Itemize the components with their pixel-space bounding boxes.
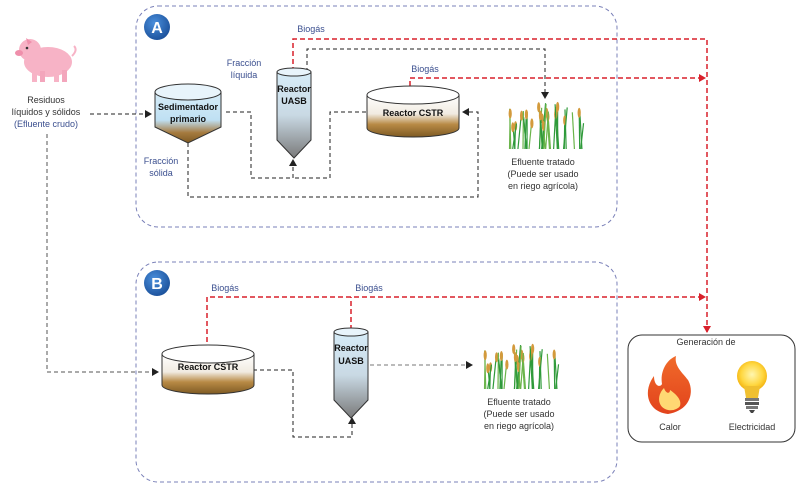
sedimentador-primario: Sedimentador primario: [154, 83, 222, 144]
crop-icon-b: [483, 343, 560, 390]
flow-source-to-cstr-b: [46, 134, 159, 376]
section-a-badge: A: [144, 14, 170, 40]
reactor-cstr-a: Reactor CSTR: [366, 85, 460, 138]
biogas-line-uasb-a: [292, 38, 711, 333]
effluent-b-line1: Efluente tratado: [487, 397, 551, 407]
svg-text:primario: primario: [170, 114, 207, 124]
electricity-label: Electricidad: [729, 422, 776, 432]
source-label-line2: líquidos y sólidos: [12, 107, 81, 117]
source-label-line1: Residuos: [27, 95, 65, 105]
label-biogas-uasb-a: Biogás: [297, 24, 325, 34]
label-fraccion-liquida-1: Fracción: [227, 58, 262, 68]
reactor-uasb-a: Reactor UASB: [276, 67, 312, 159]
label-biogas-cstr-a: Biogás: [411, 64, 439, 74]
svg-text:UASB: UASB: [338, 356, 364, 366]
label-fraccion-solida-1: Fracción: [144, 156, 179, 166]
reactor-uasb-b: Reactor UASB: [333, 327, 369, 419]
label-fraccion-liquida-2: líquida: [231, 70, 258, 80]
flow-cstr-to-uasb-b: [253, 369, 356, 438]
effluent-a-line2: (Puede ser usado: [507, 169, 578, 179]
svg-text:B: B: [151, 276, 163, 293]
svg-text:Sedimentador: Sedimentador: [158, 102, 219, 112]
svg-text:A: A: [151, 20, 163, 37]
flow-cstr-to-uasb-a: [293, 111, 366, 179]
svg-text:UASB: UASB: [281, 96, 307, 106]
svg-text:Reactor CSTR: Reactor CSTR: [178, 362, 239, 372]
section-b-frame: [135, 261, 618, 483]
biogas-line-cstr-b: [206, 293, 706, 358]
reactor-cstr-b: Reactor CSTR: [161, 344, 255, 395]
generation-title: Generación de: [676, 337, 735, 347]
label-biogas-uasb-b: Biogás: [355, 283, 383, 293]
section-a-frame: [135, 5, 618, 228]
fire-icon: [647, 356, 691, 414]
source-label-line3: (Efluente crudo): [14, 119, 78, 129]
effluent-a-line1: Efluente tratado: [511, 157, 575, 167]
svg-text:Reactor: Reactor: [277, 84, 311, 94]
pig-icon: [15, 38, 77, 82]
flow-liquid-fraction: [226, 111, 297, 179]
label-fraccion-solida-2: sólida: [149, 168, 173, 178]
label-biogas-cstr-b: Biogás: [211, 283, 239, 293]
svg-text:Reactor: Reactor: [334, 343, 368, 353]
crop-icon-a: [508, 101, 585, 150]
flow-uasb-to-effluent-a: [306, 48, 549, 99]
lightbulb-icon: [737, 361, 767, 413]
section-b-badge: B: [144, 270, 170, 296]
flow-solid-fraction: [187, 108, 479, 198]
svg-text:Reactor CSTR: Reactor CSTR: [383, 108, 444, 118]
heat-label: Calor: [659, 422, 681, 432]
effluent-b-line3: en riego agrícola): [484, 421, 554, 431]
effluent-a-line3: en riego agrícola): [508, 181, 578, 191]
effluent-b-line2: (Puede ser usado: [483, 409, 554, 419]
